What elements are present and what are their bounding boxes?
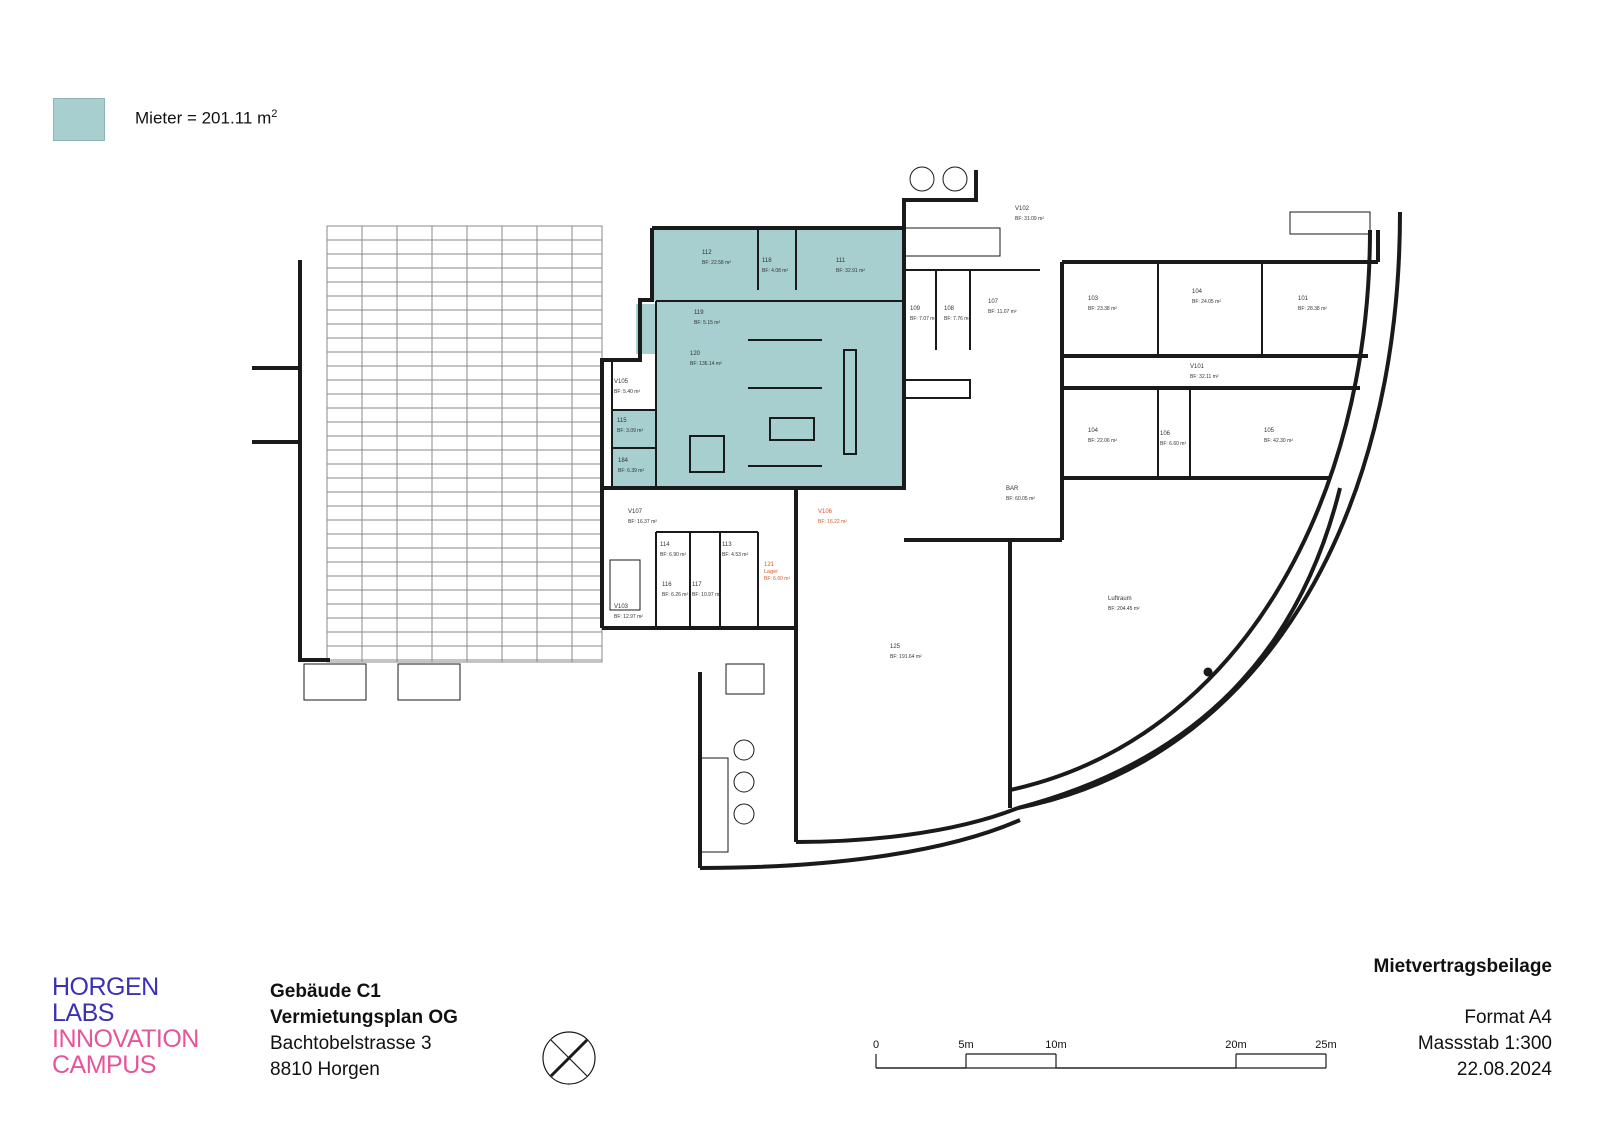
room-area-r118: BF: 4.08 m² (762, 268, 788, 274)
room-area-rBAR: BF: 60.05 m² (1006, 496, 1035, 502)
room-number-r120: 120 (690, 351, 701, 357)
plan-name: Vermietungsplan OG (270, 1007, 458, 1028)
room-number-r125: 125 (890, 644, 901, 650)
logo-line-3: INNOVATION (52, 1025, 199, 1053)
room-number-r121: 121 (764, 562, 775, 568)
room-area-rV101: BF: 32.11 m² (1190, 374, 1219, 380)
date: 22.08.2024 (1456, 1059, 1552, 1080)
room-number-r108: 108 (944, 306, 955, 312)
scale-bar-label: 10m (1045, 1039, 1066, 1051)
room-number-r111: 111 (836, 258, 846, 264)
room-area-r115: BF: 3.09 m² (617, 428, 643, 434)
room-area-r103: BF: 23.38 m² (1088, 306, 1117, 312)
kitchen-fixtures (689, 339, 857, 473)
room-number-rV107: V107 (628, 509, 643, 515)
room-number-rBAR: BAR (1006, 486, 1019, 492)
room-area-rV103: BF: 12.97 m² (614, 614, 643, 620)
room-number-r106: 106 (1160, 431, 1171, 437)
room-sub-r121: Lager (764, 569, 778, 575)
building-name: Gebäude C1 (270, 981, 381, 1002)
room-area-r113: BF: 4.53 m² (722, 552, 748, 558)
room-area-r104b: BF: 22.06 m² (1088, 438, 1117, 444)
room-number-r109: 109 (910, 306, 921, 312)
legend-label: Mieter = 201.11 m2 (135, 108, 278, 128)
scale-bar-label: 20m (1225, 1039, 1246, 1051)
room-number-r112: 112 (702, 250, 712, 256)
room-area-rV107: BF: 16.37 m² (628, 519, 657, 525)
stairs (303, 211, 1371, 853)
room-area-r111: BF: 32.91 m² (836, 268, 865, 274)
room-area-r116: BF: 6.26 m² (662, 592, 688, 598)
room-number-r117: 117 (692, 582, 702, 588)
room-number-rV106: V106 (818, 509, 833, 515)
room-area-r109: BF: 7.07 m² (910, 316, 936, 322)
logo-line-2: LABS (52, 999, 114, 1027)
room-area-rV102: BF: 31.09 m² (1015, 216, 1044, 222)
room-number-r184: 184 (618, 458, 629, 464)
scale-bar-label: 0 (873, 1039, 879, 1051)
room-number-r114: 114 (660, 542, 670, 548)
street: Bachtobelstrasse 3 (270, 1033, 432, 1054)
room-area-r105: BF: 42.30 m² (1264, 438, 1293, 444)
room-number-r105: 105 (1264, 428, 1275, 434)
room-area-r117: BF: 10.97 m² (692, 592, 721, 598)
room-area-r184: BF: 6.39 m² (618, 468, 644, 474)
room-area-r101: BF: 28.38 m² (1298, 306, 1327, 312)
north-arrow-icon (542, 1031, 596, 1085)
room-number-rV105: V105 (614, 379, 629, 385)
room-area-rV106: BF: 16.22 m² (818, 519, 847, 525)
room-number-r104b: 104 (1088, 428, 1099, 434)
address-block: Gebäude C1 Vermietungsplan OG Bachtobels… (270, 979, 458, 1083)
curved-facade (699, 211, 1402, 870)
logo: HORGEN LABS INNOVATION CAMPUS (52, 974, 199, 1078)
room-number-r101: 101 (1298, 296, 1309, 302)
room-area-r125: BF: 191.64 m² (890, 654, 922, 660)
room-area-rV105: BF: 5.40 m² (614, 389, 640, 395)
logo-line-4: CAMPUS (52, 1051, 156, 1079)
format: Format A4 (1464, 1007, 1552, 1028)
partitions (611, 228, 1263, 628)
room-number-r104a: 104 (1192, 289, 1203, 295)
room-number-rV102: V102 (1015, 206, 1030, 212)
legend-swatch (53, 98, 105, 141)
document-meta: Format A4 Massstab 1:300 22.08.2024 (1418, 1005, 1552, 1083)
room-area-r112: BF: 22.58 m² (702, 260, 731, 266)
city: 8810 Horgen (270, 1059, 380, 1080)
room-number-r113: 113 (722, 542, 732, 548)
room-number-rLuft: Luftraum (1108, 596, 1132, 602)
room-number-r118: 118 (762, 258, 772, 264)
room-number-rV101: V101 (1190, 364, 1205, 370)
room-area-rLuft: BF: 204.45 m² (1108, 606, 1140, 612)
room-area-r107: BF: 11.07 m² (988, 309, 1017, 315)
room-number-r103: 103 (1088, 296, 1099, 302)
misc-symbols (733, 166, 1213, 825)
room-area-r119: BF: 5.15 m² (694, 320, 720, 326)
room-area-r121: BF: 6.60 m² (764, 576, 790, 582)
room-area-r120: BF: 136.14 m² (690, 361, 722, 367)
room-number-r107: 107 (988, 299, 999, 305)
document-title: Mietvertragsbeilage (1373, 956, 1552, 977)
room-area-r104a: BF: 24.05 m² (1192, 299, 1221, 305)
scale: Massstab 1:300 (1417, 1033, 1552, 1054)
tenant-area (612, 228, 904, 487)
terrace-grid (326, 225, 603, 663)
scale-bar: 0 5m 10m 20m 25m (873, 1039, 1337, 1069)
room-area-r108: BF: 7.76 m² (944, 316, 970, 322)
room-number-r119: 119 (694, 310, 704, 316)
room-number-r115: 115 (617, 418, 627, 424)
logo-line-1: HORGEN (52, 973, 159, 1001)
room-number-r116: 116 (662, 582, 672, 588)
room-number-rV103: V103 (614, 604, 629, 610)
room-area-r114: BF: 6.90 m² (660, 552, 686, 558)
scale-bar-label: 25m (1315, 1039, 1336, 1051)
scale-bar-label: 5m (958, 1039, 973, 1051)
room-area-r106: BF: 6.60 m² (1160, 441, 1186, 447)
